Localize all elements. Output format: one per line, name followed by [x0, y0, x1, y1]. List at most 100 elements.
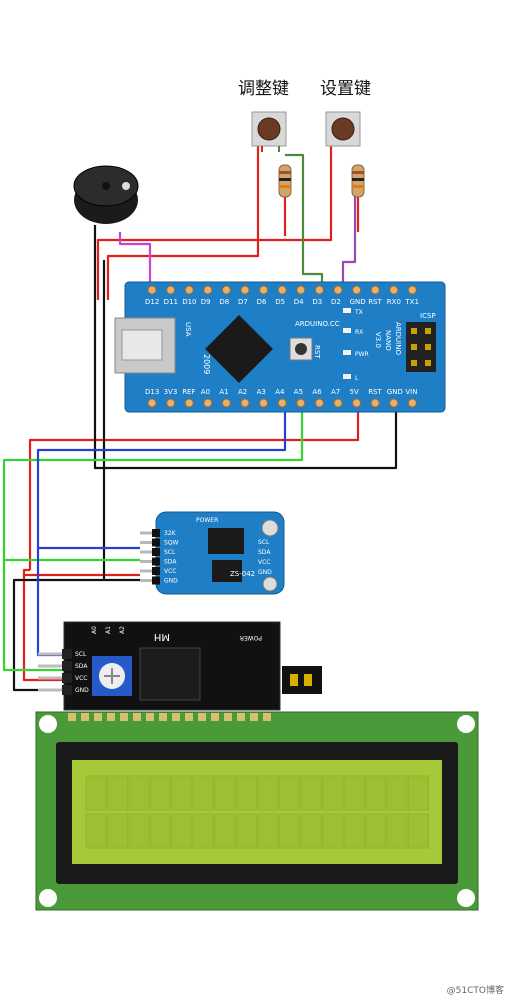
lcd-cell: [85, 813, 107, 849]
nano-bottom-pin: [221, 398, 231, 408]
lcd-cell: [193, 775, 214, 811]
lcd-pad: [120, 713, 128, 721]
addr-a1: A1: [105, 626, 112, 634]
lcd-pad: [250, 713, 258, 721]
nano-bottom-pin-label: A0: [201, 388, 210, 396]
lcd-cell: [128, 775, 150, 811]
lcd-pad: [237, 713, 245, 721]
lcd-cell: [171, 813, 193, 849]
rtc-pin: [140, 569, 160, 573]
nano-bottom-pin: [184, 398, 194, 408]
nano-side-1: ARDUINO: [394, 322, 402, 355]
resistor-1: [278, 164, 292, 198]
lcd-cell: [408, 813, 429, 849]
addr-a2: A2: [119, 626, 126, 634]
rtc-left-pin-label: GND: [164, 578, 178, 585]
nano-bottom-pin-label: A4: [275, 388, 285, 396]
nano-bottom-pin: [389, 398, 399, 408]
rtc-left-pin-label: SCL: [164, 549, 176, 556]
led-tx: TX: [354, 309, 363, 316]
nano-brand: ARDUINO.CC: [295, 320, 340, 328]
nano-top-pin: [184, 285, 194, 295]
lcd-cell: [386, 813, 408, 849]
i2c-pin: [38, 688, 68, 692]
rtc-right-pin-label: SCL: [258, 539, 270, 546]
nano-top-pin-label: D2: [331, 298, 341, 306]
nano-top-pin-label: TX1: [404, 298, 419, 306]
rtc-pin-housing: [152, 576, 160, 585]
lcd-cell: [214, 775, 236, 811]
i2c-pin-housing: [62, 673, 72, 683]
nano-bottom-pin-label: A2: [238, 388, 247, 396]
set-button-label: 设置键: [320, 79, 371, 99]
rtc-pin: [140, 560, 160, 563]
wire-red-i2c-vcc: [22, 568, 62, 682]
lcd-cell: [236, 775, 257, 811]
lcd-cell: [128, 813, 150, 849]
rtc-right-pin-label: VCC: [258, 559, 270, 566]
nano-bottom-pin: [352, 398, 362, 408]
addr-a0: A0: [91, 626, 98, 634]
nano-top-pin: [240, 285, 250, 295]
nano-bottom-pin: [407, 398, 417, 408]
nano-year: 2009: [202, 354, 211, 374]
i2c-pin-housing: [62, 685, 72, 695]
rtc-header: [140, 529, 160, 585]
lcd-pad: [224, 713, 232, 721]
rtc-pin-housing: [152, 548, 160, 556]
nano-bot-holes: [147, 398, 417, 408]
nano-top-pin: [259, 285, 269, 295]
wire-red-button2: [96, 145, 333, 300]
nano-bottom-pin: [166, 398, 176, 408]
nano-top-pin: [203, 285, 213, 295]
i2c-brand: MH: [154, 631, 170, 642]
nano-top-pin-label: D5: [275, 298, 285, 306]
wire-red-button1: [106, 145, 260, 300]
i2c-pin: [38, 652, 68, 656]
nano-bottom-pin-label: A7: [331, 388, 340, 396]
nano-bottom-pin-label: RST: [368, 388, 382, 396]
resistor-2: [351, 164, 365, 198]
lcd-cell: [236, 813, 257, 849]
nano-bottom-pin: [314, 398, 324, 408]
rtc-pin: [140, 541, 160, 544]
rtc-pin: [140, 531, 160, 535]
lcd-cell: [300, 813, 322, 849]
lcd-cell: [107, 775, 128, 811]
lcd-top-pads: [68, 713, 271, 721]
adjust-button: [251, 111, 287, 152]
adjust-button-label: 调整键: [238, 79, 289, 99]
rtc-pin-housing: [152, 557, 160, 566]
rtc-model: ZS-042: [230, 570, 255, 578]
led-rx: RX: [355, 329, 363, 336]
lcd-cell: [322, 813, 343, 849]
lcd-cell: [85, 775, 107, 811]
i2c-header: [38, 649, 72, 695]
nano-top-pin: [314, 285, 324, 295]
lcd-cell: [257, 813, 279, 849]
nano-top-pin: [221, 285, 231, 295]
lcd-pad: [172, 713, 180, 721]
nano-top-pin-label: D9: [201, 298, 211, 306]
lcd-cells: [85, 775, 429, 849]
rtc-pin: [140, 579, 160, 582]
i2c-pin-label: VCC: [75, 675, 87, 682]
nano-top-pin: [277, 285, 287, 295]
nano-top-holes: [147, 285, 417, 295]
rtc-chip: [208, 528, 244, 554]
nano-bottom-pin: [333, 398, 343, 408]
lcd-cell: [150, 813, 171, 849]
lcd-cell: [343, 813, 365, 849]
nano-top-pin: [352, 285, 362, 295]
nano-top-pin: [166, 285, 176, 295]
i2c-pin: [38, 676, 68, 680]
i2c-pin-label: SCL: [75, 651, 87, 658]
lcd-cell: [365, 775, 386, 811]
nano-bottom-pin: [370, 398, 380, 408]
icsp-header: [406, 322, 436, 372]
nano-top-pin: [389, 285, 399, 295]
lcd-cell: [279, 813, 300, 849]
lcd-pad: [133, 713, 141, 721]
i2c-led: LED: [280, 700, 292, 707]
